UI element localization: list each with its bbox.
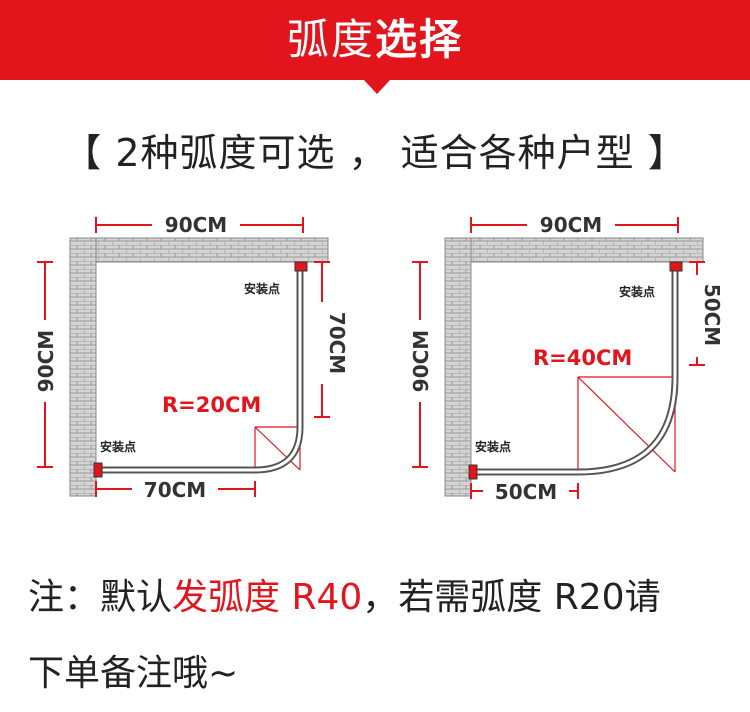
right-length-label: 70CM xyxy=(325,312,349,374)
banner-notch xyxy=(364,80,390,94)
bottom-mount-point xyxy=(93,462,103,478)
left-wall xyxy=(69,237,97,497)
top-width-label: 90CM xyxy=(165,213,227,237)
header-banner xyxy=(0,0,750,80)
note-line2: 下单备注哦~ xyxy=(28,653,239,694)
radius-marker xyxy=(577,376,676,473)
bottom-length-label: 70CM xyxy=(144,478,206,502)
radius-label: R=40CM xyxy=(533,346,632,370)
subtitle: 【 2种弧度可选 ， 适合各种户型 】 xyxy=(63,131,687,175)
mount-top-label: 安装点 xyxy=(619,284,655,299)
top-mount-point xyxy=(669,261,683,272)
page-title: 弧度选择 xyxy=(0,0,750,80)
order-note: 注：默认发弧度 R40，若需弧度 R20请 下单备注哦~ xyxy=(28,560,728,712)
mount-bottom-label: 安装点 xyxy=(100,439,136,454)
note-prefix: 注：默认 xyxy=(28,577,173,618)
left-height-label: 90CM xyxy=(409,330,433,392)
note-highlight: 发弧度 R40 xyxy=(172,577,363,618)
top-mount-point xyxy=(294,261,308,272)
bottom-mount-point xyxy=(468,464,478,480)
note-line1-rest: ，若需弧度 R20请 xyxy=(362,577,661,618)
top-width-label: 90CM xyxy=(540,213,602,237)
title-bold: 选择 xyxy=(375,15,464,64)
bottom-length-label: 50CM xyxy=(495,480,557,504)
left-height-label: 90CM xyxy=(34,330,58,392)
right-length-label: 50CM xyxy=(700,284,724,346)
top-wall xyxy=(69,237,329,263)
title-normal: 弧度 xyxy=(286,15,375,64)
top-wall xyxy=(444,237,704,263)
diagram-r20: 90CM 90CM 70CM 70CM R=20CM 安装点 安装点 xyxy=(33,213,349,502)
radius-label: R=20CM xyxy=(162,393,261,417)
mount-top-label: 安装点 xyxy=(244,281,280,296)
mount-bottom-label: 安装点 xyxy=(475,439,511,454)
diagram-r40: 90CM 90CM 50CM 50CM R=40CM 安装点 安装点 xyxy=(408,213,724,504)
left-wall xyxy=(444,237,472,497)
